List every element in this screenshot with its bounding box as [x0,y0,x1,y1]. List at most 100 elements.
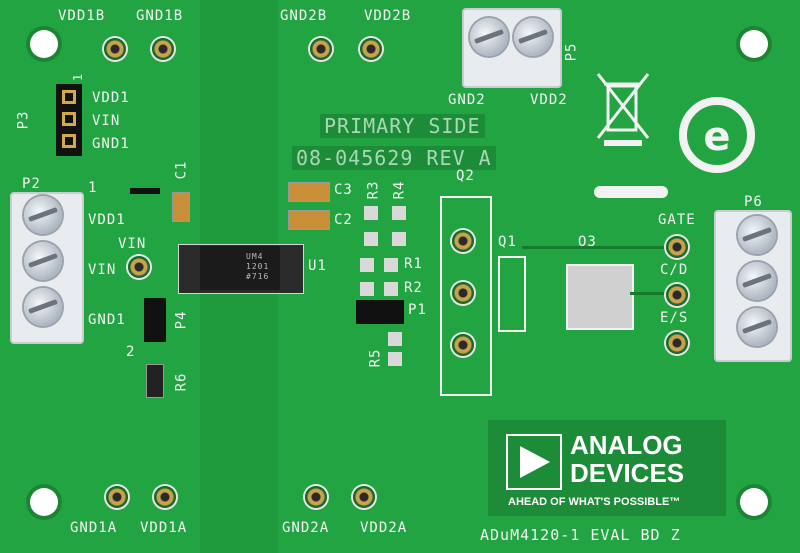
weee-icon [596,73,650,146]
test-point-vdd1a[interactable] [154,486,176,508]
capacitor-c3 [288,182,330,202]
label-vdd2a: VDD2A [360,520,408,536]
smd-pad [360,282,374,296]
smd-pad [388,332,402,346]
screw-terminal[interactable] [738,216,776,254]
environment-icon: e [679,97,755,173]
transistor-footprint-q1 [498,256,526,332]
label-gate: GATE [658,212,696,228]
screw-terminal[interactable] [24,196,62,234]
label-p4: P4 [173,310,190,330]
logo-tagline: AHEAD OF WHAT'S POSSIBLE™ [508,496,681,508]
test-point-vdd1b[interactable] [104,38,126,60]
screw-terminal[interactable] [738,262,776,300]
label-u1: U1 [308,258,327,274]
mounting-hole [740,30,768,58]
label-gnd2a: GND2A [282,520,330,536]
smd-pad [360,258,374,272]
test-point-gnd1a[interactable] [106,486,128,508]
pad-q2 [452,282,474,304]
label-vdd1a: VDD1A [140,520,188,536]
svg-text:e: e [703,114,730,160]
logo-text-analog: ANALOG [570,430,683,460]
screw-terminal[interactable] [24,242,62,280]
smd-pad [384,282,398,296]
label-p5: P5 [563,42,580,62]
smd-pad [392,232,406,246]
screw-terminal[interactable] [24,288,62,326]
label-c3: C3 [334,182,353,198]
label-r2: R2 [404,280,423,296]
label-p5-gnd2: GND2 [448,92,486,108]
transistor-footprint-q2 [440,196,492,396]
silk-marker [594,186,668,198]
jumper-p1[interactable] [356,300,404,324]
test-point-es[interactable] [666,332,688,354]
label-p2-gnd1: GND1 [88,312,126,328]
label-board-name: ADuM4120-1 EVAL BD Z [480,526,681,544]
label-vin: VIN [118,236,147,252]
test-point-gate[interactable] [666,236,688,258]
smd-pad [388,352,402,366]
header-pin [62,112,76,126]
test-point-gnd2a[interactable] [305,486,327,508]
label-gnd2b: GND2B [280,8,328,24]
screw-terminal[interactable] [514,18,552,56]
chip-marking: 1201 [246,262,270,271]
footprint [130,188,160,194]
label-cd: C/D [660,262,689,278]
label-p4-pin2: 2 [126,344,136,360]
label-part-number: 08-045629 REV A [292,146,496,170]
mounting-hole [740,488,768,516]
label-c1: C1 [173,160,190,180]
label-es: E/S [660,310,689,326]
label-p2: P2 [22,176,41,192]
label-r1: R1 [404,256,423,272]
test-point-vdd2a[interactable] [353,486,375,508]
label-r5: R5 [367,348,384,368]
test-point-gnd2b[interactable] [310,38,332,60]
test-point-gnd1b[interactable] [152,38,174,60]
smd-pad [384,258,398,272]
label-p1: P1 [408,302,427,318]
jumper-p4[interactable] [144,298,166,342]
label-p3: P3 [15,110,32,130]
smd-pad [364,206,378,220]
label-p3-vdd1: VDD1 [92,90,130,106]
label-p2-pin1: 1 [88,180,98,196]
screw-terminal[interactable] [738,308,776,346]
label-p2-vdd1: VDD1 [88,212,126,228]
resistor-r6 [146,364,164,398]
screw-terminal[interactable] [470,18,508,56]
isolator-ic-u1 [200,246,280,290]
pad-q2 [452,334,474,356]
label-vdd2b: VDD2B [364,8,412,24]
label-q2: Q2 [456,168,475,184]
pad-q2 [452,230,474,252]
smd-pad [392,206,406,220]
test-point-cd[interactable] [666,284,688,306]
transistor-q3 [566,264,634,330]
label-p3-pin1: 1 [71,72,86,82]
trace [630,292,674,295]
label-p5-vdd2: VDD2 [530,92,568,108]
test-point-vdd2b[interactable] [360,38,382,60]
label-p6: P6 [744,194,763,210]
chip-marking: #716 [246,272,270,281]
mounting-hole [30,488,58,516]
test-point-vin[interactable] [128,256,150,278]
capacitor-c2 [288,210,330,230]
label-primary-side: PRIMARY SIDE [320,114,485,138]
label-p2-vin: VIN [88,262,117,278]
label-gnd1a: GND1A [70,520,118,536]
capacitor-c1 [172,192,190,222]
header-pin [62,90,76,104]
label-r3: R3 [365,180,382,200]
header-pin [62,134,76,148]
label-r6: R6 [173,372,190,392]
label-r4: R4 [391,180,408,200]
label-vdd1b: VDD1B [58,8,106,24]
label-p3-vin: VIN [92,113,121,129]
label-gnd1b: GND1B [136,8,184,24]
chip-marking: UM4 [246,252,264,261]
